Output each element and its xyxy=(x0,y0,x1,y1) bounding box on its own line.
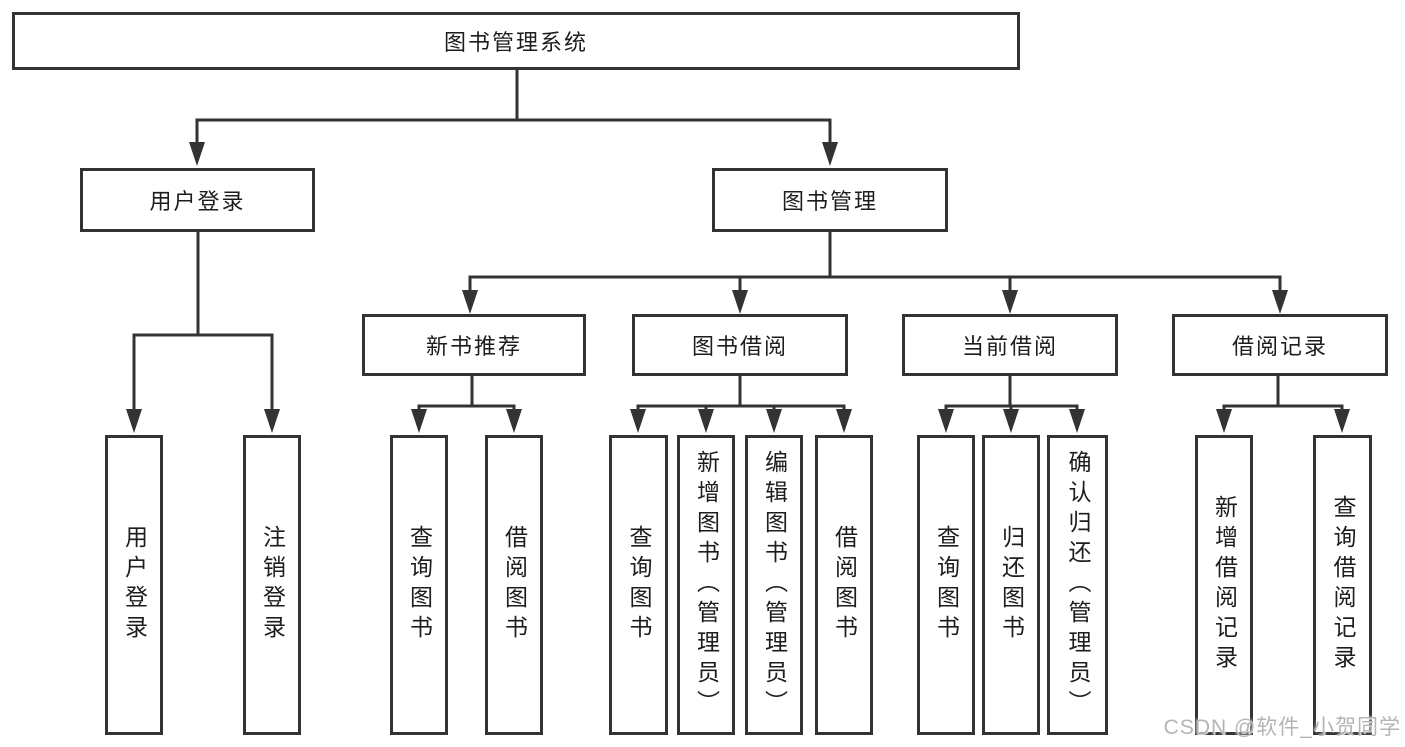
node-user-login: 用户登录 xyxy=(80,168,315,232)
connector-borrow-records-to-leaves xyxy=(1216,373,1350,433)
connector-user-login-to-leaves xyxy=(126,229,280,433)
node-new-book-recommend: 新书推荐 xyxy=(362,314,586,376)
leaf-return-book: 归还图书 xyxy=(982,435,1040,735)
leaf-logout-label: 注销登录 xyxy=(259,525,286,645)
leaf-query-books-recommend-label: 查询图书 xyxy=(406,525,433,645)
leaf-confirm-return-admin: 确认归还（管理员） xyxy=(1047,435,1108,735)
connector-book-management-to-level3 xyxy=(462,229,1288,314)
leaf-logout: 注销登录 xyxy=(243,435,301,735)
connector-new-book-recommend-to-leaves xyxy=(411,373,522,433)
node-book-management: 图书管理 xyxy=(712,168,948,232)
leaf-return-book-label: 归还图书 xyxy=(998,525,1025,645)
leaf-query-borrow-record: 查询借阅记录 xyxy=(1313,435,1372,735)
leaf-query-books-borrow: 查询图书 xyxy=(609,435,668,735)
leaf-user-login-label: 用户登录 xyxy=(121,525,148,645)
leaf-borrow-books-recommend-label: 借阅图书 xyxy=(501,525,528,645)
leaf-user-login: 用户登录 xyxy=(105,435,163,735)
node-current-borrow-label: 当前借阅 xyxy=(961,334,1058,359)
leaf-query-books-current: 查询图书 xyxy=(917,435,975,735)
node-book-borrow-label: 图书借阅 xyxy=(691,334,788,359)
connector-root-to-level2 xyxy=(189,67,838,166)
connector-current-borrow-to-leaves xyxy=(938,373,1085,433)
leaf-borrow-books: 借阅图书 xyxy=(815,435,873,735)
leaf-confirm-return-admin-label: 确认归还（管理员） xyxy=(1065,450,1091,720)
leaf-add-book-admin-label: 新增图书（管理员） xyxy=(693,450,720,720)
leaf-add-borrow-record: 新增借阅记录 xyxy=(1195,435,1253,735)
leaf-query-borrow-record-label: 查询借阅记录 xyxy=(1330,495,1356,675)
node-root-system-label: 图书管理系统 xyxy=(443,30,588,55)
leaf-add-borrow-record-label: 新增借阅记录 xyxy=(1211,495,1238,675)
leaf-query-books-current-label: 查询图书 xyxy=(933,525,960,645)
leaf-borrow-books-recommend: 借阅图书 xyxy=(485,435,543,735)
node-user-login-label: 用户登录 xyxy=(149,189,246,214)
node-book-borrow: 图书借阅 xyxy=(632,314,848,376)
watermark: CSDN @软件_小贺同学 xyxy=(1163,716,1401,739)
leaf-add-book-admin: 新增图书（管理员） xyxy=(677,435,735,735)
leaf-query-books-recommend: 查询图书 xyxy=(390,435,448,735)
leaf-query-books-borrow-label: 查询图书 xyxy=(626,525,652,645)
leaf-edit-book-admin: 编辑图书（管理员） xyxy=(745,435,803,735)
node-book-management-label: 图书管理 xyxy=(781,189,878,214)
node-root-system: 图书管理系统 xyxy=(12,12,1020,70)
node-new-book-recommend-label: 新书推荐 xyxy=(425,334,522,359)
leaf-borrow-books-label: 借阅图书 xyxy=(831,525,858,645)
connector-book-borrow-to-leaves xyxy=(630,373,852,433)
node-borrow-records-label: 借阅记录 xyxy=(1231,334,1328,359)
node-current-borrow: 当前借阅 xyxy=(902,314,1118,376)
node-borrow-records: 借阅记录 xyxy=(1172,314,1388,376)
leaf-edit-book-admin-label: 编辑图书（管理员） xyxy=(761,450,788,720)
